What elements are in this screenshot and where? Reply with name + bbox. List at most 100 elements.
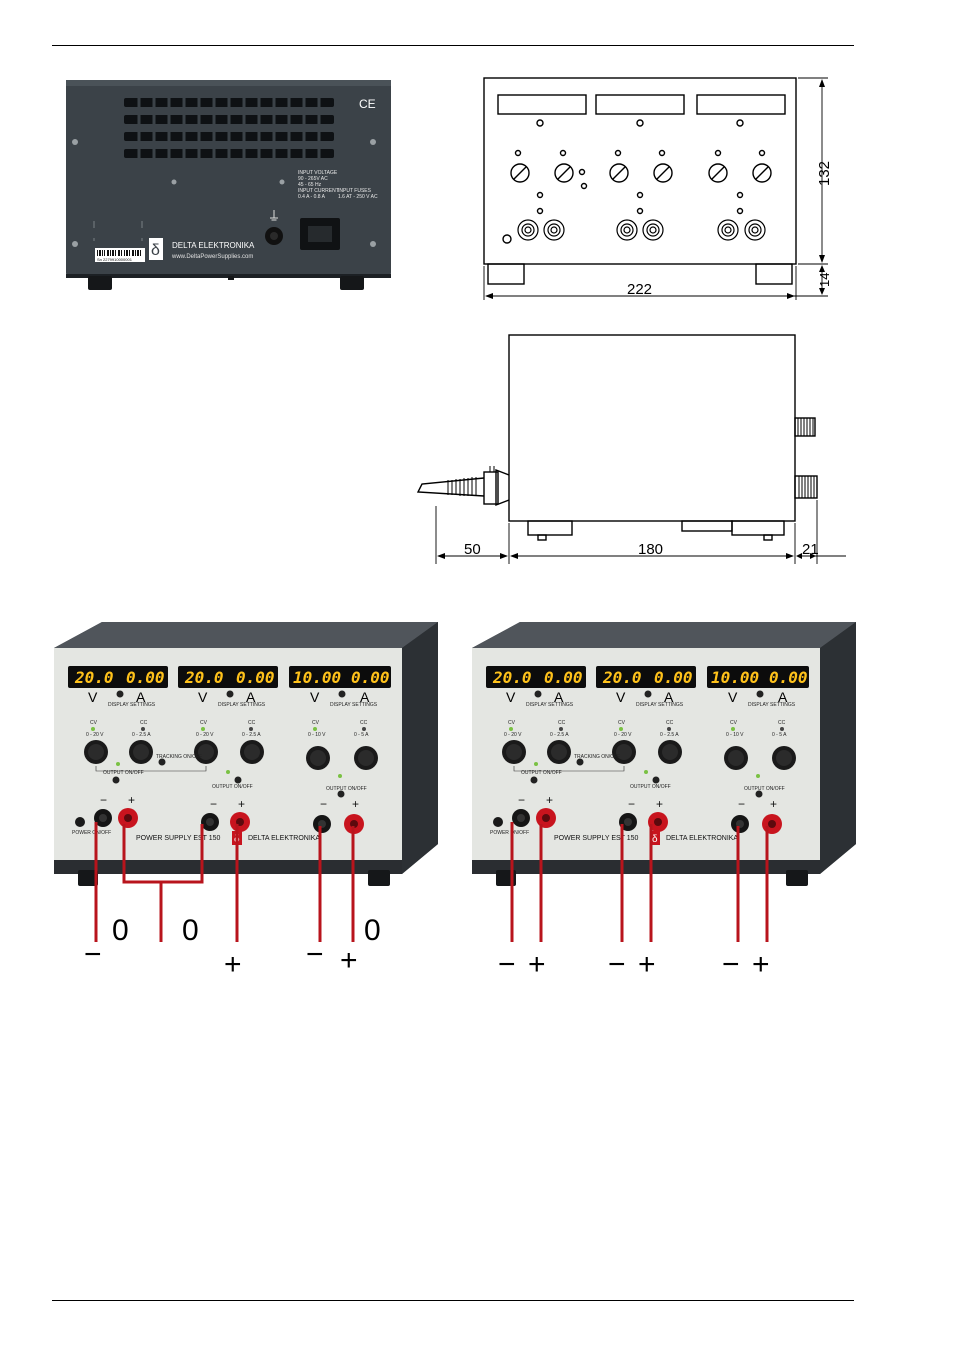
output-label-2: OUTPUT ON/OFF bbox=[212, 784, 253, 790]
svg-text:+: + bbox=[238, 797, 245, 811]
display-settings-button-1[interactable] bbox=[534, 690, 542, 698]
pos-terminal-3[interactable] bbox=[762, 814, 782, 834]
symbol-minus-3: − bbox=[722, 948, 740, 981]
cv-label-1: CV bbox=[90, 720, 98, 726]
symbol-plus-2: + bbox=[638, 948, 656, 981]
neg-terminal-1[interactable] bbox=[512, 809, 530, 827]
svg-text:+: + bbox=[128, 793, 135, 807]
svg-text:+: + bbox=[770, 797, 777, 811]
voltage-knob-1[interactable] bbox=[84, 740, 108, 764]
display-settings-button-2[interactable] bbox=[644, 690, 652, 698]
power-button[interactable] bbox=[75, 817, 85, 827]
display-settings-label-3: DISPLAY SETTINGS bbox=[748, 702, 796, 708]
cc-range-3: 0 - 5 A bbox=[354, 732, 369, 738]
delta-logo-glyph: δ bbox=[151, 242, 160, 259]
cv-label-1: CV bbox=[508, 720, 516, 726]
display-settings-button-1[interactable] bbox=[116, 690, 124, 698]
dim-height: 132 bbox=[816, 161, 833, 186]
current-knob-3[interactable] bbox=[772, 746, 796, 770]
display-2 bbox=[178, 666, 278, 688]
output-button-3[interactable] bbox=[755, 790, 763, 798]
neg-terminal-3[interactable] bbox=[731, 815, 749, 833]
pos-terminal-2[interactable] bbox=[648, 812, 668, 832]
output-button-1[interactable] bbox=[112, 776, 120, 784]
pos-terminal-1[interactable] bbox=[118, 808, 138, 828]
neg-terminal-3[interactable] bbox=[313, 815, 331, 833]
output-button-2[interactable] bbox=[234, 776, 242, 784]
svg-text:+: + bbox=[546, 793, 553, 807]
display-settings-button-3[interactable] bbox=[756, 690, 764, 698]
v-label-3: V bbox=[728, 689, 738, 705]
a-label-2: A bbox=[246, 689, 256, 705]
display-settings-label-3: DISPLAY SETTINGS bbox=[330, 702, 378, 708]
cc-label-2: CC bbox=[666, 720, 674, 726]
current-knob-1[interactable] bbox=[129, 740, 153, 764]
voltage-knob-1[interactable] bbox=[502, 740, 526, 764]
voltage-knob-3[interactable] bbox=[306, 746, 330, 770]
tracking-button[interactable] bbox=[158, 758, 166, 766]
rear-panel-photo: CE INPUT VOLTAGE 90 - 265V AC 45 - 65 Hz… bbox=[66, 80, 391, 290]
display-settings-button-3[interactable] bbox=[338, 690, 346, 698]
current-knob-2[interactable] bbox=[658, 740, 682, 764]
voltage-knob-3[interactable] bbox=[724, 746, 748, 770]
output-button-2[interactable] bbox=[652, 776, 660, 784]
current-knob-1[interactable] bbox=[547, 740, 571, 764]
display-3 bbox=[707, 666, 809, 688]
output-button-1[interactable] bbox=[530, 776, 538, 784]
display-settings-button-2[interactable] bbox=[226, 690, 234, 698]
display-2-volts: 20.0 bbox=[184, 668, 224, 687]
display-3-amps: 0.00 bbox=[769, 668, 808, 687]
voltage-knob-2[interactable] bbox=[612, 740, 636, 764]
neg-terminal-1[interactable] bbox=[94, 809, 112, 827]
tracking-label: TRACKING ON/OFF bbox=[156, 754, 202, 760]
a-label-1: A bbox=[554, 689, 564, 705]
neg-terminal-2[interactable] bbox=[201, 813, 219, 831]
dim-knob: 21 bbox=[802, 541, 819, 558]
power-button[interactable] bbox=[493, 817, 503, 827]
current-knob-2[interactable] bbox=[240, 740, 264, 764]
display-1 bbox=[486, 666, 586, 688]
cv-range-1: 0 - 20 V bbox=[86, 732, 104, 738]
front-dimension-drawing: 132 14 222 bbox=[483, 77, 833, 300]
model-text: POWER SUPPLY EST 150 bbox=[554, 835, 639, 842]
display-2-volts: 20.0 bbox=[602, 668, 642, 687]
cv-label-2: CV bbox=[200, 720, 208, 726]
symbol-plus-3: + bbox=[752, 948, 770, 981]
rear-brand: DELTA ELEKTRONIKA bbox=[172, 241, 255, 250]
ground-symbol-icon bbox=[270, 210, 278, 221]
display-2-amps: 0.00 bbox=[236, 668, 275, 687]
svg-text:−: − bbox=[210, 797, 217, 811]
top-rule bbox=[52, 45, 854, 46]
symbol-plus-2: + bbox=[340, 944, 358, 977]
v-label-2: V bbox=[198, 689, 208, 705]
a-label-2: A bbox=[664, 689, 674, 705]
tracking-button[interactable] bbox=[576, 758, 584, 766]
display-2-amps: 0.00 bbox=[654, 668, 693, 687]
a-label-1: A bbox=[136, 689, 146, 705]
cc-range-3: 0 - 5 A bbox=[772, 732, 787, 738]
display-1-volts: 20.0 bbox=[492, 668, 532, 687]
input-fuses-value: 1.6 AT - 250 V AC bbox=[338, 194, 378, 200]
cv-range-3: 0 - 10 V bbox=[308, 732, 326, 738]
symbol-minus-1: − bbox=[84, 938, 102, 971]
output-button-3[interactable] bbox=[337, 790, 345, 798]
cv-range-2: 0 - 20 V bbox=[614, 732, 632, 738]
cv-range-2: 0 - 20 V bbox=[196, 732, 214, 738]
cc-label-1: CC bbox=[140, 720, 148, 726]
symbol-zero-2: 0 bbox=[182, 914, 199, 947]
voltage-knob-2[interactable] bbox=[194, 740, 218, 764]
current-knob-3[interactable] bbox=[354, 746, 378, 770]
svg-text:−: − bbox=[320, 797, 327, 811]
display-3-volts: 10.00 bbox=[711, 668, 759, 687]
pos-terminal-2[interactable] bbox=[230, 812, 250, 832]
symbol-minus-2: − bbox=[608, 948, 626, 981]
display-settings-label-1: DISPLAY SETTINGS bbox=[526, 702, 574, 708]
symbol-plus-1: + bbox=[528, 948, 546, 981]
ce-mark: CE bbox=[359, 97, 376, 111]
output-label-2: OUTPUT ON/OFF bbox=[630, 784, 671, 790]
pos-terminal-1[interactable] bbox=[536, 808, 556, 828]
cc-label-1: CC bbox=[558, 720, 566, 726]
v-label-2: V bbox=[616, 689, 626, 705]
display-settings-label-2: DISPLAY SETTINGS bbox=[218, 702, 266, 708]
svg-text:−: − bbox=[628, 797, 635, 811]
